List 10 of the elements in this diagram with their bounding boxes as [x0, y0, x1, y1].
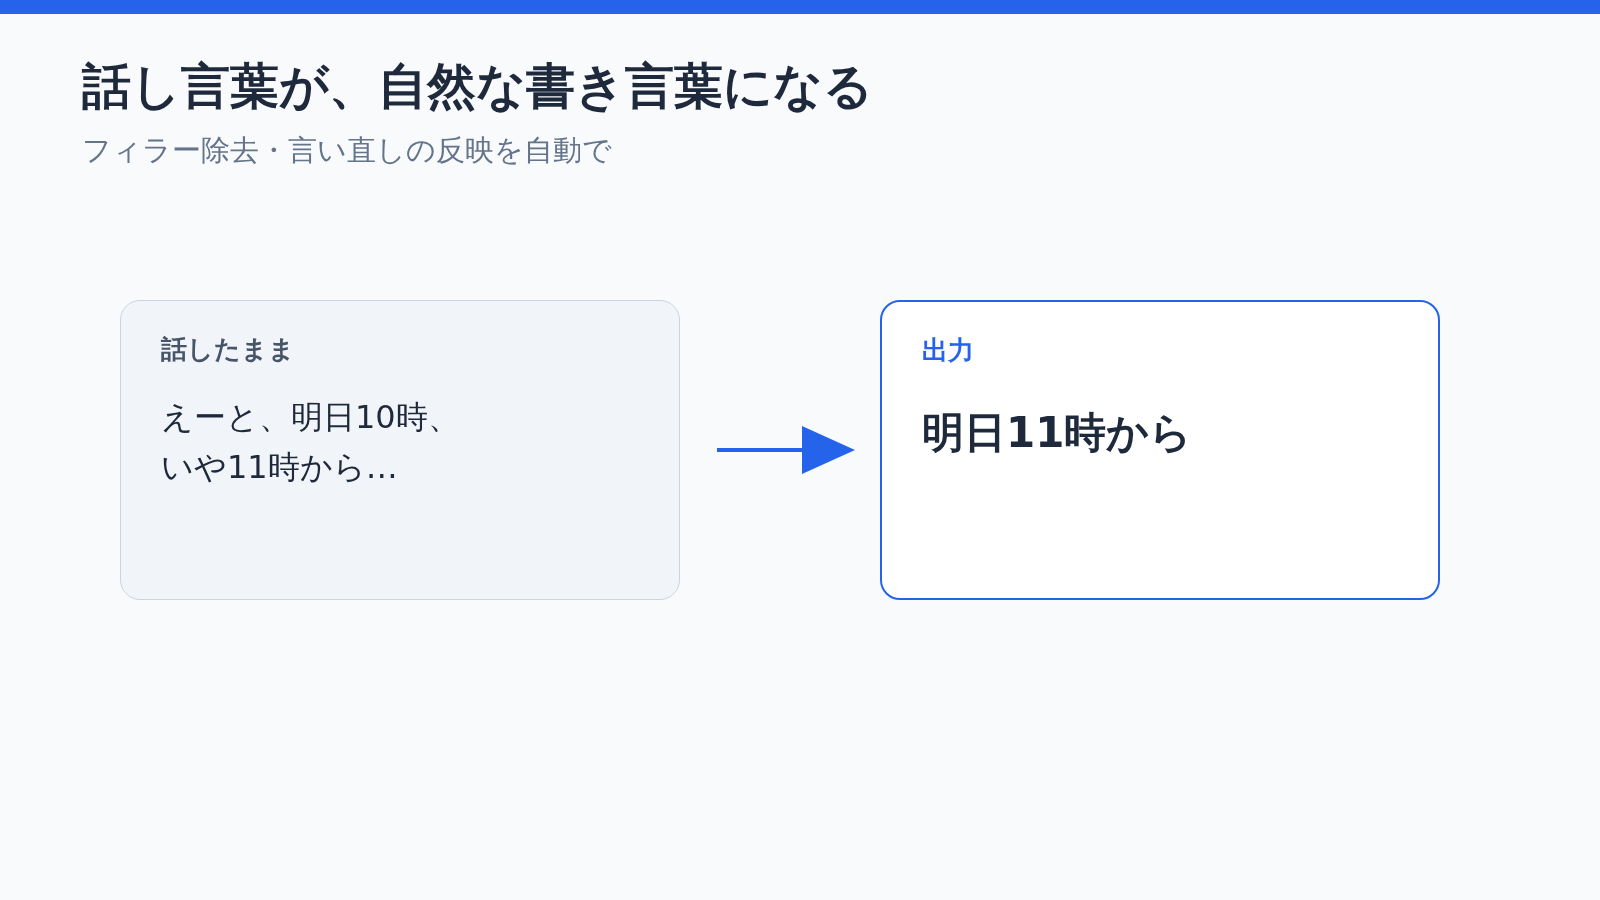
slide-title: 話し言葉が、自然な書き言葉になる: [82, 58, 873, 117]
top-bar: [0, 0, 1600, 14]
card-body-text: 明日11時から: [922, 407, 1193, 459]
card-heading: 話したまま: [161, 333, 295, 366]
card-body-text: えーと、明日10時、いや11時から…: [161, 397, 461, 488]
card-heading: 出力: [922, 334, 974, 367]
output-text-card: [880, 300, 1440, 600]
slide-subtitle: フィラー除去・言い直しの反映を自動で: [82, 133, 612, 168]
source-text-card: [120, 300, 680, 600]
arrow: [717, 426, 855, 474]
